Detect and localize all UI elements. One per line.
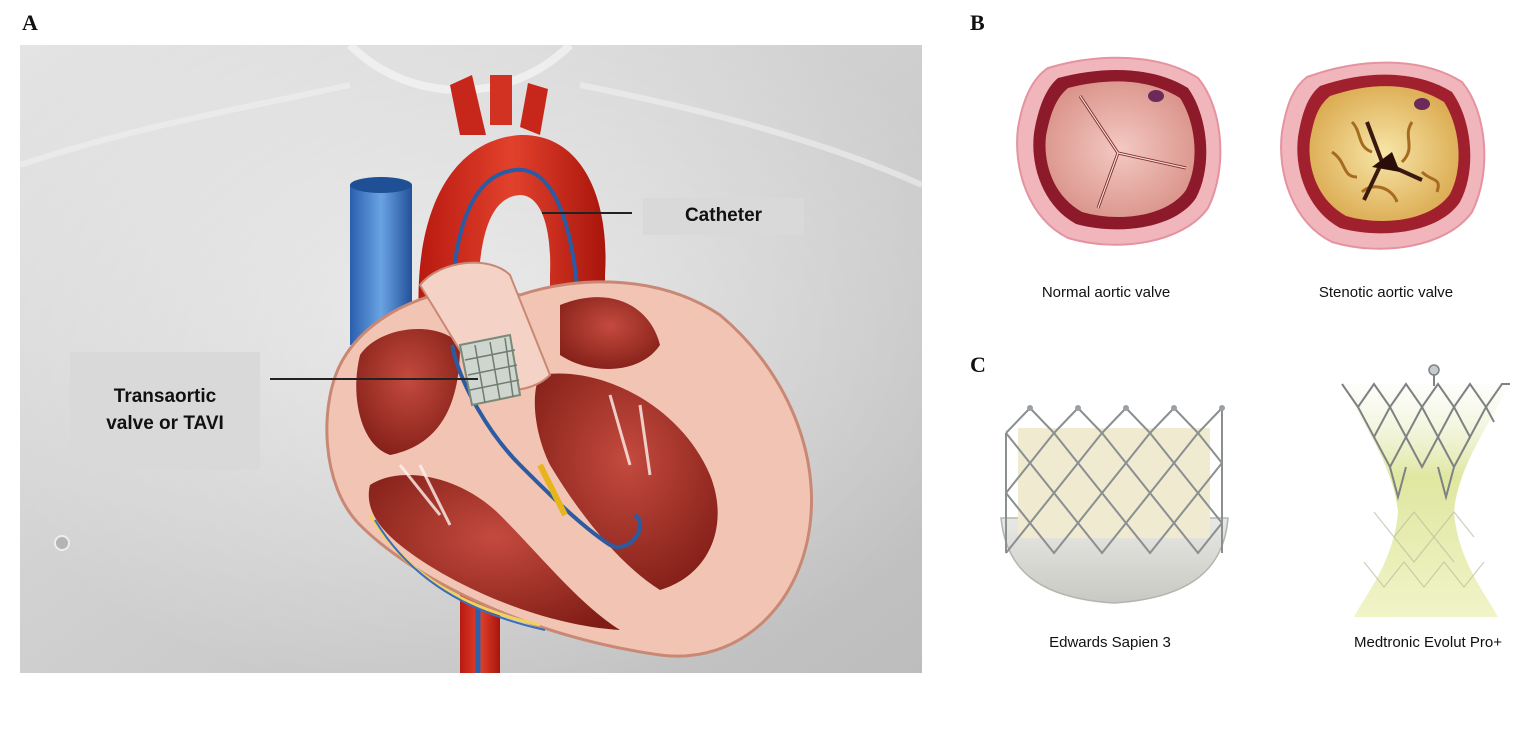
medtronic-evolut-pro-illustration — [1341, 364, 1510, 617]
normal-aortic-valve-illustration — [1016, 56, 1222, 246]
stenotic-aortic-valve-illustration — [1280, 61, 1486, 250]
normal-valve-caption: Normal aortic valve — [1041, 284, 1171, 301]
panel-label-b: B — [970, 10, 985, 35]
edwards-sapien-3-illustration — [1000, 405, 1229, 604]
panel-label-a: A — [22, 10, 38, 35]
heart-illustration — [20, 45, 922, 673]
catheter-label: Catheter — [643, 198, 804, 235]
edwards-sapien-3-caption: Edwards Sapien 3 — [1049, 634, 1171, 651]
medtronic-evolut-caption: Medtronic Evolut Pro+ — [1354, 634, 1502, 651]
panel-label-c: C — [970, 352, 986, 377]
tavi-valve-graphic — [458, 333, 522, 407]
stenotic-valve-caption: Stenotic aortic valve — [1318, 284, 1454, 301]
tavi-label: Transaortic valve or TAVI — [70, 352, 260, 470]
